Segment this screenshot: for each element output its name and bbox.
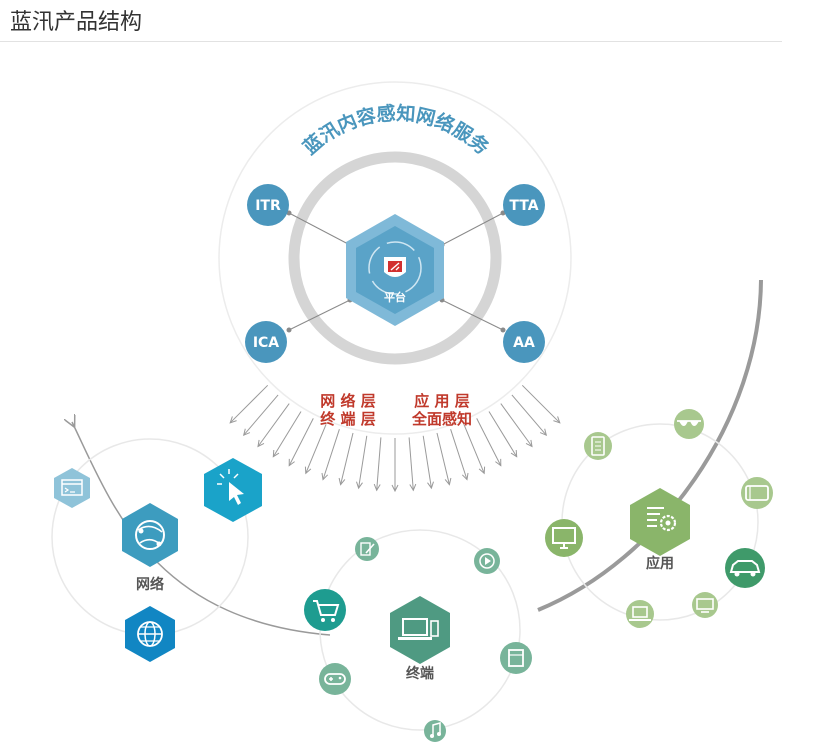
perception-arrow — [340, 432, 354, 485]
application-curve — [537, 279, 763, 612]
gear-document-icon — [647, 507, 677, 532]
perception-arrow — [257, 403, 290, 447]
phone-icon — [584, 432, 612, 460]
node-tta: TTA — [503, 184, 545, 226]
page-title: 蓝汛产品结构 — [10, 10, 143, 35]
perception-arrowhead — [229, 416, 237, 424]
perception-arrowhead — [338, 477, 346, 486]
perception-arrow — [229, 384, 269, 424]
perception-arrow — [408, 437, 414, 491]
perception-arrow — [272, 411, 302, 457]
perception-arrowhead — [539, 428, 548, 437]
perception-arrow — [305, 424, 327, 474]
platform-hexagon: 平台 — [346, 214, 444, 326]
perception-arrow — [450, 429, 468, 480]
music-icon — [424, 720, 446, 742]
car-icon — [725, 548, 765, 588]
perception-arrowhead — [356, 481, 363, 490]
cluster-label-terminal: 终端 — [406, 665, 434, 682]
perception-arrow — [476, 418, 502, 466]
svg-text:ICA: ICA — [253, 335, 279, 351]
perception-arrow — [500, 403, 533, 447]
perception-arrowhead — [272, 449, 280, 458]
perception-arrow — [288, 418, 314, 466]
laptop-icon — [626, 600, 654, 628]
perception-arrowhead — [495, 458, 502, 467]
terminal-hub — [390, 596, 450, 664]
layer-label-perception: 全面感知 — [411, 410, 472, 428]
cart-icon — [304, 589, 346, 631]
perception-arrow — [521, 384, 561, 424]
tv-icon — [692, 592, 718, 618]
svg-text:TTA: TTA — [509, 198, 538, 214]
perception-arrow — [243, 394, 279, 436]
perception-arrow — [511, 394, 547, 436]
perception-arrowhead — [427, 481, 434, 490]
perception-arrow — [488, 411, 518, 457]
globe-icon — [125, 606, 175, 662]
service-outer-ring — [218, 81, 572, 435]
title-divider — [0, 41, 782, 42]
perception-arrowhead — [525, 439, 533, 448]
node-itr: ITR — [247, 184, 289, 226]
perception-arrow-fan — [229, 384, 561, 493]
terminal-window-icon — [54, 468, 90, 508]
perception-arrowhead — [304, 466, 312, 475]
service-title: 蓝汛内容感知网络服务 — [298, 102, 494, 160]
service-connectors — [288, 212, 504, 331]
perception-arrowhead — [288, 458, 295, 467]
perception-arrowhead — [321, 472, 329, 481]
tablet-landscape-icon — [741, 477, 773, 509]
edit-icon — [355, 537, 379, 561]
perception-arrowhead — [478, 466, 486, 475]
logo-shield-icon — [384, 257, 406, 277]
node-aa: AA — [503, 321, 545, 363]
service-inner-ring — [288, 151, 502, 365]
laptop-phone-icon — [398, 618, 439, 640]
perception-arrowhead — [409, 483, 417, 492]
gamepad-icon — [319, 663, 351, 695]
svg-text:ITR: ITR — [255, 198, 281, 214]
tablet-icon — [500, 642, 532, 674]
perception-arrowhead — [553, 416, 561, 424]
perception-arrowhead — [373, 483, 381, 492]
perception-arrowhead — [257, 439, 265, 448]
network-globe-icon — [135, 520, 165, 550]
cluster-label-application: 应用 — [646, 555, 674, 572]
perception-arrow — [422, 435, 432, 489]
layer-label-terminal: 终 端 层 — [320, 410, 375, 428]
glasses-icon — [674, 409, 704, 439]
svg-text:AA: AA — [513, 335, 535, 351]
perception-arrowhead — [510, 449, 518, 458]
monitor-icon — [545, 519, 583, 557]
perception-arrow — [376, 437, 382, 491]
perception-arrow — [463, 424, 485, 474]
network-hub — [122, 503, 178, 567]
cursor-click-icon — [204, 458, 262, 522]
layer-label-network: 网 络 层 — [320, 392, 375, 410]
node-ica: ICA — [245, 321, 287, 363]
perception-arrow — [436, 432, 450, 485]
perception-arrow — [322, 429, 340, 480]
perception-arrowhead — [391, 484, 399, 493]
perception-arrow — [358, 435, 368, 489]
layer-label-application: 应 用 层 — [414, 392, 469, 410]
perception-arrowhead — [444, 477, 452, 486]
perception-arrowhead — [242, 428, 251, 437]
cluster-label-network: 网络 — [136, 576, 164, 593]
application-hub — [630, 488, 690, 556]
play-icon — [474, 548, 500, 574]
platform-label: 平台 — [384, 290, 406, 304]
perception-arrowhead — [461, 472, 469, 481]
